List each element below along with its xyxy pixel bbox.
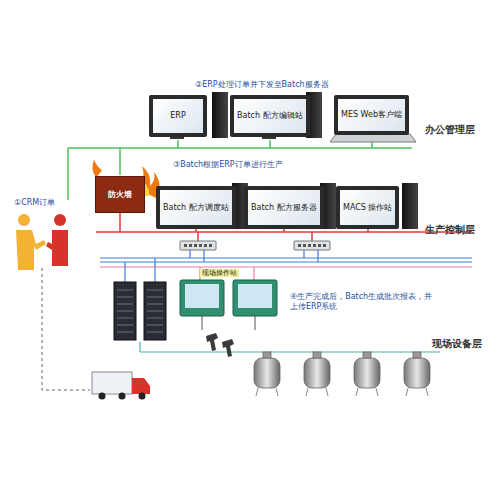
node-text: ERP: [170, 111, 185, 120]
server-monitor: Batch 配方服务器: [244, 186, 324, 229]
layer-label: 现场设备层: [432, 338, 482, 350]
station-label: 现场操作站: [200, 269, 239, 277]
workstation-monitor: Batch 配方编辑站: [230, 95, 310, 137]
step-note: ②ERP处理订单并下发至Batch服务器: [195, 80, 329, 90]
node-text: 防火墙: [108, 189, 132, 200]
layer-label: 生产控制层: [425, 224, 475, 236]
node-text: Batch 配方调度站: [163, 203, 229, 212]
laptop-screen: MES Web客户端: [334, 95, 409, 135]
step-note: ③Batch根据ERP订单进行生产: [173, 160, 283, 170]
node-text: Batch 配方服务器: [251, 203, 317, 212]
step-note: ④生产完成后，Batch生成批次报表，并上传ERP系统: [290, 292, 440, 311]
step-note: ①CRM订单: [14, 198, 55, 208]
node-text: MES Web客户端: [341, 110, 402, 119]
node-text: MACS 操作站: [343, 203, 392, 212]
layer-label: 办公管理层: [425, 124, 475, 136]
erp-monitor: ERP: [149, 95, 207, 137]
node-text: Batch 配方编辑站: [237, 111, 303, 120]
firewall-box: 防火墙: [95, 176, 145, 213]
operator-monitor: MACS 操作站: [336, 186, 399, 229]
workstation-monitor: Batch 配方调度站: [156, 186, 236, 229]
